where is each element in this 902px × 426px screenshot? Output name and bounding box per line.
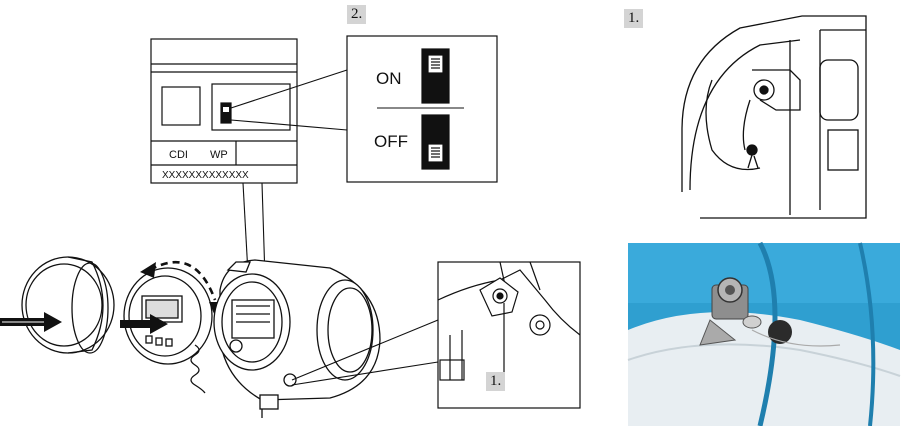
switch-callout-lines — [230, 69, 348, 131]
step-1-badge-top: 1. — [624, 9, 644, 28]
cover-arrow — [0, 312, 62, 332]
switch-zoom-box — [346, 35, 498, 183]
transmitter-housing — [213, 259, 381, 418]
rotate-arrow — [149, 260, 217, 301]
serial-label: XXXXXXXXXXXXX — [162, 170, 249, 181]
lock-detail-box — [437, 261, 581, 409]
wp-label: WP — [210, 149, 228, 161]
on-switch — [421, 48, 450, 104]
cover-lock-photo — [627, 241, 901, 426]
lock-callout-lines — [291, 319, 439, 386]
display-arrow — [120, 314, 168, 334]
module-detail — [150, 38, 298, 184]
housing-cover — [21, 256, 115, 354]
step-1-badge-detail: 1. — [486, 372, 506, 391]
cdi-label: CDI — [169, 149, 188, 161]
step-2-badge: 2. — [347, 5, 367, 24]
cover-lock-drawing — [681, 15, 867, 219]
rotate-arrow-head — [140, 262, 156, 278]
switch-on-label: ON — [376, 69, 402, 88]
display-module — [123, 267, 213, 365]
off-switch — [421, 114, 450, 170]
switch-off-label: OFF — [374, 132, 408, 151]
coiled-cable — [190, 344, 206, 394]
